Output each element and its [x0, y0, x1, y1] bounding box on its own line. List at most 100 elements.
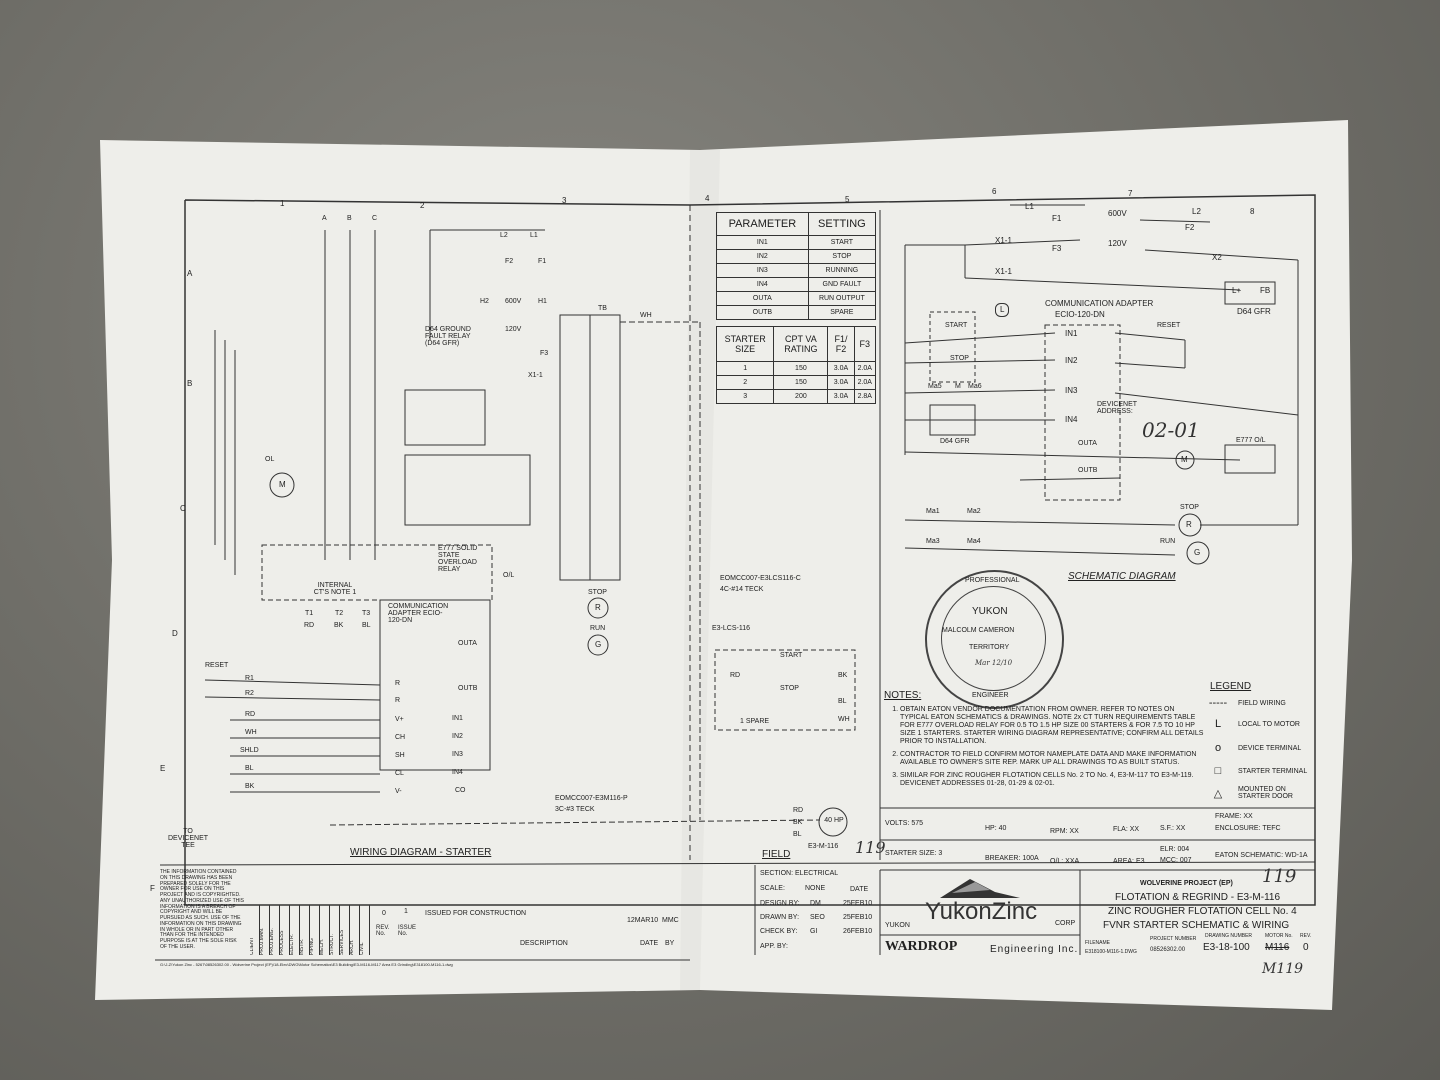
note-item: CONTRACTOR TO FIELD CONFIRM MOTOR NAMEPL… [900, 751, 1204, 767]
cable-label: 3C-#3 TECK [555, 806, 595, 813]
io-terminal: IN1 [452, 715, 463, 722]
cell: OUTA [716, 291, 809, 306]
field-wiring-icon: ----- [1208, 697, 1228, 709]
fuse-label: F2 [505, 258, 514, 265]
wire-label: RD [793, 807, 804, 814]
discipline: SERVICES [340, 905, 350, 955]
schematic-label: ECIO-120-DN [1055, 310, 1105, 319]
cell: IN3 [716, 263, 809, 278]
legend-label: MOUNTED ON STARTER DOOR [1238, 786, 1293, 800]
handwritten-motor-no: M119 [1262, 961, 1304, 977]
legend-label: DEVICE TERMINAL [1238, 744, 1302, 752]
discipline: PIPING [310, 905, 320, 955]
comm-terminal: R [395, 680, 401, 687]
header-cell: STARTER SIZE [715, 326, 775, 362]
wire-label: R2 [245, 690, 254, 697]
fuse-label: F1 [538, 258, 547, 265]
terminal-label: T2 [335, 610, 344, 617]
legend-item: △MOUNTED ON STARTER DOOR [1208, 786, 1298, 800]
cell: 3.0A [827, 375, 855, 390]
title-line-1: FLOTATION & REGRIND - E3-M-116 [1115, 892, 1281, 903]
project-number-label: PROJECT NUMBER [1150, 936, 1197, 942]
comm-terminal: CH [395, 734, 406, 741]
cell: 2.0A [853, 375, 877, 390]
schematic-label: L2 [1192, 207, 1201, 216]
cell: 2 [715, 375, 775, 390]
terminal-label: H1 [538, 298, 547, 305]
handwritten-motor-tag: 119 [855, 838, 886, 857]
cell: SPARE [807, 305, 877, 320]
discipline: ARCH. [350, 905, 360, 955]
date-header: DATE [640, 940, 659, 947]
io-terminal: CO [455, 787, 466, 794]
devicenet-wire: BL [245, 765, 254, 772]
schematic-label: Ma1 [926, 508, 940, 515]
discipline: CIVIL [360, 905, 370, 955]
schematic-label: 600V [1108, 209, 1127, 218]
legend-label: LOCAL TO MOTOR [1238, 720, 1300, 728]
title-line-3: FVNR STARTER SCHEMATIC & WIRING [1103, 920, 1290, 931]
schematic-label: STOP [1180, 504, 1199, 511]
wire-label: BK [838, 672, 848, 679]
stop-label: STOP [780, 685, 799, 692]
phase-label: B [347, 215, 352, 222]
seal-date: Mar 12/10 [975, 659, 1013, 667]
discipline: PROJ.MAN. [260, 905, 270, 955]
schematic-label: D64 GFR [940, 438, 970, 445]
schematic-label: RESET [1157, 322, 1181, 329]
cell: IN1 [716, 235, 809, 250]
schematic-label: F3 [1052, 244, 1062, 253]
handwritten-number: 119 [1262, 866, 1297, 887]
row-letter: F [150, 884, 155, 893]
handwritten-devicenet-address: 02-01 [1142, 418, 1200, 442]
motor-sf: S.F.: XX [1160, 825, 1186, 832]
comm-adapter-label: COMMUNICATION ADAPTER ECIO-120-DN [388, 603, 449, 624]
seal-text: PROFESSIONAL [965, 577, 1020, 584]
ol-contact-label: O/L [503, 572, 515, 579]
motor-hp-label: 40 HP [824, 817, 844, 824]
column-number: 1 [280, 199, 285, 208]
title-line-2: ZINC ROUGHER FLOTATION CELL No. 4 [1108, 906, 1297, 917]
terminal-label: H2 [480, 298, 489, 305]
field-label: FIELD [762, 849, 791, 860]
voltage-label: 600V [505, 298, 522, 305]
rev-label: REV. [1300, 933, 1312, 939]
cell: 2.8A [853, 389, 877, 404]
wire-color: BK [334, 622, 344, 629]
discipline-columns: CLIENT PROJ.MAN. PROJ.ENG. PROCESS ELECT… [250, 905, 370, 955]
schematic-label: RUN [1160, 538, 1176, 545]
discipline: MECH. [320, 905, 330, 955]
schematic-label: L1 [1025, 202, 1034, 211]
notes-title: NOTES: [884, 690, 922, 701]
seal-text: YUKON [972, 606, 1008, 617]
ol-label: OL [265, 456, 275, 463]
schematic-label: IN4 [1065, 415, 1078, 424]
header-cell: F1/ F2 [827, 326, 855, 362]
column-number: 7 [1128, 189, 1133, 198]
wire-color: RD [304, 622, 315, 629]
wire-label: R1 [245, 675, 254, 682]
comm-terminal: SH [395, 752, 405, 759]
overload: O/L: XXA [1050, 858, 1080, 865]
cell: 150 [773, 375, 829, 390]
line-label: L1 [530, 232, 538, 239]
header-cell: PARAMETER [716, 212, 809, 236]
design-by: DM [810, 900, 821, 907]
spare-label: 1 SPARE [740, 718, 770, 725]
cable-label: EOMCC007-E3LCS116-C [720, 575, 801, 582]
note-item: OBTAIN EATON VENDOR DOCUMENTATION FROM O… [900, 706, 1204, 746]
io-terminal: IN3 [452, 751, 463, 758]
wire-label: BL [793, 831, 802, 838]
to-devicenet-label: TO DEVICENET TEE [168, 828, 209, 849]
schematic-label: X1-1 [995, 267, 1012, 276]
design-date: 25FEB10 [843, 900, 873, 907]
devicenet-wire: WH [245, 729, 257, 736]
discipline: INSTR. [300, 905, 310, 955]
local-to-motor-icon: L [995, 303, 1010, 317]
issue-header: ISSUE No. [398, 925, 417, 937]
schematic-label: Ma5 [928, 383, 942, 390]
